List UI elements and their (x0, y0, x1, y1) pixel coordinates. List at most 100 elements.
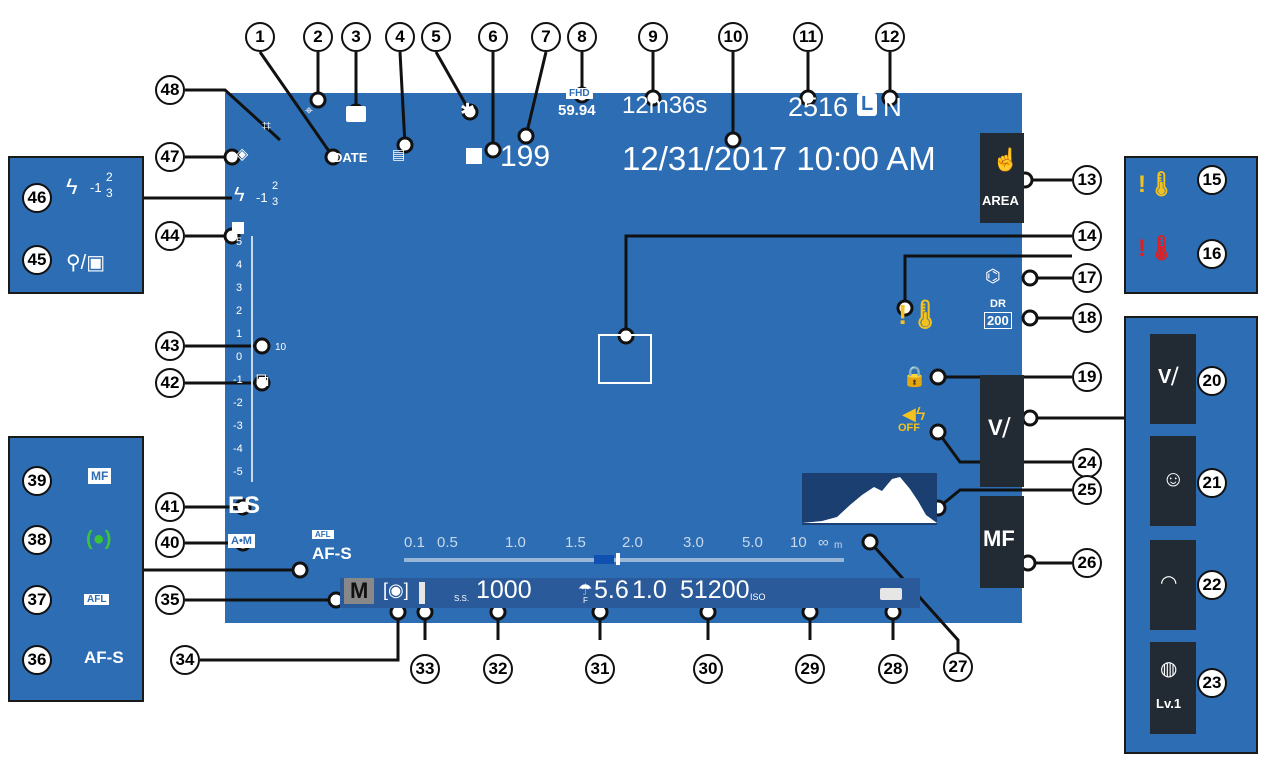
exposure-indicator-icon (232, 222, 244, 234)
shutter-speed: 1000 (476, 576, 532, 604)
iso-value: 51200 (680, 576, 750, 604)
dr-value: 200 (984, 312, 1012, 329)
histogram-curve (802, 477, 937, 523)
callout-31: 31 (585, 654, 615, 684)
callout-47: 47 (155, 142, 185, 172)
callout-37: 37 (22, 585, 52, 615)
callout-32: 32 (483, 654, 513, 684)
exposure-scale-tick: 5 (236, 236, 243, 248)
sound-off-icon: ◀ϟ (902, 404, 926, 424)
callout-27: 27 (943, 652, 973, 682)
callout-7: 7 (531, 22, 561, 52)
metering-icon: [◉] (383, 580, 409, 600)
date-stamp: DATE (333, 150, 368, 165)
distance-scale-label: 0.5 (437, 534, 458, 551)
bottom-info-bar (340, 578, 920, 608)
exposure-scale-tick: -3 (233, 420, 243, 432)
image-quality: N (883, 92, 902, 122)
shutter-prefix: S.S. (454, 594, 470, 603)
afl-indicator: AFL (312, 530, 334, 539)
tone-button[interactable]: ◠ (1150, 540, 1196, 630)
callout-40: 40 (155, 528, 185, 558)
panel-temperature: !🌡 !🌡 (1124, 156, 1258, 294)
fn-button-film[interactable]: V⧸ (980, 375, 1024, 487)
focus-frame (598, 334, 652, 384)
distance-unit: m (834, 540, 843, 551)
distance-bar (404, 558, 844, 562)
callout-19: 19 (1072, 362, 1102, 392)
self-timer-icon: ◔ (256, 336, 266, 353)
exposure-scale-tick: 4 (236, 259, 243, 271)
tone-icon: ◠ (1160, 572, 1178, 594)
face-icon: ☺ (1162, 466, 1185, 491)
callout-21: 21 (1197, 468, 1227, 498)
callout-28: 28 (878, 654, 908, 684)
callout-13: 13 (1072, 165, 1102, 195)
panel-flash-comp: -1 (90, 180, 102, 195)
film-simulation-icon: V⧸ (988, 415, 1011, 440)
distance-scale-label: 1.5 (565, 534, 586, 551)
exposure-scale-tick: 1 (236, 328, 243, 340)
face-button[interactable]: ☺ (1150, 436, 1196, 526)
callout-42: 42 (155, 368, 185, 398)
mf-label: MF (983, 526, 1015, 551)
flash-icon-panel: ϟ (66, 174, 78, 199)
histogram (802, 473, 937, 525)
callout-24: 24 (1072, 448, 1102, 478)
callout-35: 35 (155, 585, 185, 615)
focus-distance-marker (616, 553, 620, 565)
panel-afs: AF-S (84, 648, 124, 667)
exposure-scale-tick: -5 (233, 466, 243, 478)
exposure-level-icon (419, 582, 425, 604)
film-sim-panel-icon: V⧸ (1158, 366, 1179, 388)
bluetooth-icon: ✱ (460, 100, 476, 120)
distance-scale-label: 0.1 (404, 534, 425, 551)
card-slot-icon (466, 148, 482, 164)
panel-flash-num: 2 (106, 170, 113, 184)
exposure-scale-tick: -4 (233, 443, 243, 455)
self-timer-value: 10 (275, 342, 287, 353)
flash-icon: ϟ (234, 184, 245, 206)
sound-flash-icon: ◈ (236, 146, 249, 163)
callout-17: 17 (1072, 263, 1102, 293)
callout-12: 12 (875, 22, 905, 52)
exposure-scale-line (251, 236, 253, 482)
sound-off-label: OFF (898, 422, 920, 434)
manual-focus-button[interactable]: MF (980, 496, 1024, 588)
level-label: Lv.1 (1156, 696, 1182, 711)
exposure-scale-tick: -1 (233, 374, 243, 386)
callout-11: 11 (793, 22, 823, 52)
callout-33: 33 (410, 654, 440, 684)
aperture-prefix: F (583, 596, 588, 605)
am-switch: A•M (228, 534, 255, 548)
panel-fn-buttons: V⧸ ☺ ◠ ◍ Lv.1 (1124, 316, 1258, 754)
panel-flash-den: 3 (106, 186, 113, 200)
face-detect-icon: ⌖ (305, 102, 313, 118)
callout-1: 1 (245, 22, 275, 52)
touch-area-button[interactable]: ☝ AREA (980, 133, 1024, 223)
callout-23: 23 (1197, 668, 1227, 698)
callout-18: 18 (1072, 303, 1102, 333)
callout-45: 45 (22, 245, 52, 275)
callout-41: 41 (155, 492, 185, 522)
exposure-scale-tick: 0 (236, 351, 243, 363)
level-button[interactable]: ◍ Lv.1 (1150, 642, 1196, 734)
aperture-value: 5.6 (594, 576, 629, 604)
continuous-icon: ⧉ (256, 370, 269, 390)
exposure-compensation: 1.0 (632, 576, 667, 604)
distance-scale-label: 1.0 (505, 534, 526, 551)
callout-25: 25 (1072, 475, 1102, 505)
film-sim-button[interactable]: V⧸ (1150, 334, 1196, 424)
film-sim-icon: ⌬ (985, 266, 1001, 286)
callout-48: 48 (155, 75, 185, 105)
distance-scale-label: 2.0 (622, 534, 643, 551)
callout-38: 38 (22, 525, 52, 555)
frame-count: 2516 (788, 92, 849, 122)
distance-scale-label: 5.0 (742, 534, 763, 551)
callout-26: 26 (1072, 548, 1102, 578)
fps-top: FHD (566, 88, 593, 99)
lcd-screen (225, 93, 1022, 623)
exposure-scale-tick: 3 (236, 282, 243, 294)
callout-29: 29 (795, 654, 825, 684)
callout-46: 46 (22, 183, 52, 213)
